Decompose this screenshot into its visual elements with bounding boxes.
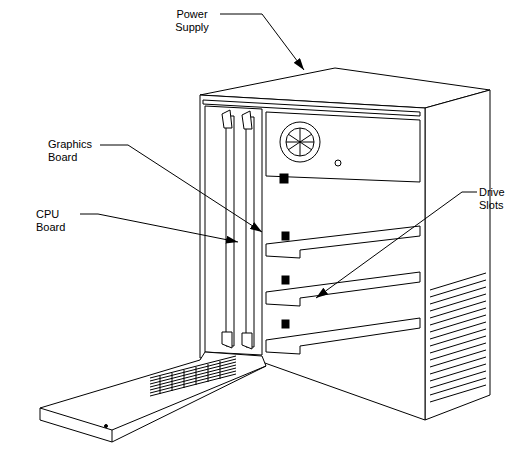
- card-cage: [205, 106, 262, 355]
- leader-line: [80, 214, 238, 242]
- leader-line: [316, 192, 477, 298]
- fan-grille: [286, 128, 314, 156]
- side-vents: [430, 273, 486, 402]
- latch: [282, 232, 289, 240]
- part-label: Drive Slots: [479, 186, 519, 212]
- part-label: Power Supply: [163, 8, 221, 34]
- graphics-board: [246, 117, 254, 347]
- side-face: [425, 90, 490, 420]
- latch: [282, 276, 289, 284]
- fan: [286, 128, 314, 156]
- cage-frame: [205, 106, 262, 355]
- fan: [280, 122, 320, 162]
- drive-tray: [266, 272, 420, 306]
- drive-tray: [266, 226, 420, 258]
- part-label: Graphics Board: [48, 138, 98, 164]
- door-vents: [150, 356, 236, 396]
- leader-line: [220, 14, 304, 70]
- front-door: [40, 352, 266, 442]
- part-label: CPU Board: [36, 208, 78, 234]
- board-ejectors: [222, 110, 252, 129]
- power-supply: [266, 112, 420, 183]
- drive-tray: [266, 318, 420, 354]
- screw: [105, 425, 108, 428]
- cpu-board: [226, 116, 234, 346]
- leader-lines: [80, 14, 477, 298]
- psu-bay: [266, 112, 420, 182]
- screw: [335, 160, 341, 166]
- latch: [282, 320, 289, 328]
- door-panel: [40, 352, 266, 442]
- drive-slots: [266, 226, 420, 354]
- board-ejectors: [222, 332, 252, 349]
- latch: [280, 174, 288, 183]
